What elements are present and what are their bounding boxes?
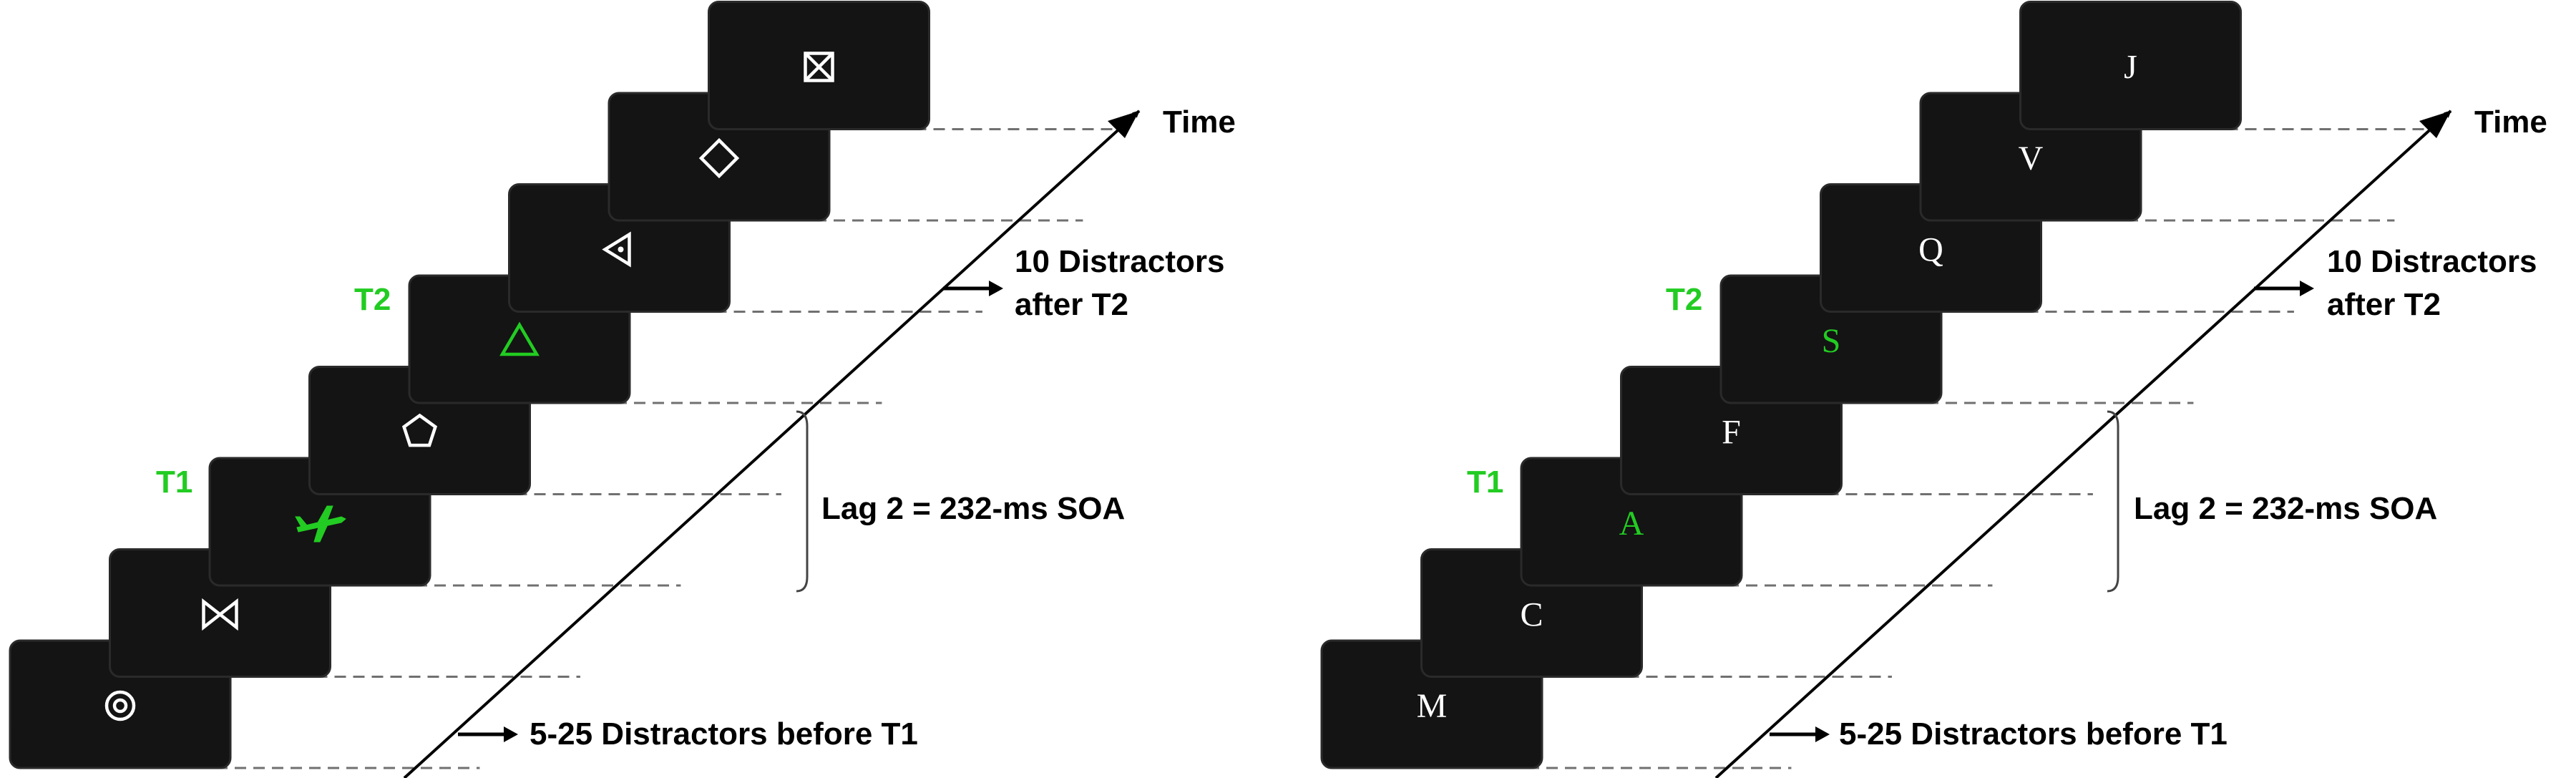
panel-axis [1714,110,2452,778]
left-triangle-icon [602,231,631,268]
stimulus-letter: J [2124,49,2137,87]
lag-label: Lag 2 = 232-ms SOA [821,491,1125,526]
lag-bracket [796,410,809,593]
stimulus-card-8 [708,1,930,130]
panel-labels: Time 10 Distractors after T2 Lag 2 = 232… [156,104,1236,752]
before-t1-label: 5-25 Distractors before T1 [530,716,918,752]
stimulus-letter: Q [1918,231,1943,269]
stimulus-letter: M [1417,687,1448,725]
card-background [2019,1,2242,130]
before-t1-arrow-head [504,726,518,742]
panel-shapes: Time 10 Distractors after T2 Lag 2 = 232… [9,1,1236,778]
panel-cards: M C A F S Q V J [1320,1,2242,769]
stimulus-card-8: J [2019,1,2242,130]
after-t2-label-line1: 10 Distractors [2327,244,2537,279]
panel-cards [9,1,930,769]
after-t2-label-line2: after T2 [1015,287,1128,322]
stimulus-letter: V [2019,140,2044,178]
time-axis-arrow [403,110,1141,778]
t2-label: T2 [354,282,391,317]
lag-label: Lag 2 = 232-ms SOA [2134,491,2437,526]
before-t1-label: 5-25 Distractors before T1 [1839,716,2228,752]
diamond-icon [698,137,740,179]
airplane-icon [295,505,346,543]
after-t2-arrow-head [989,281,1003,296]
panel-dash-lines [216,128,1116,769]
time-arrowhead [2419,111,2451,138]
bowtie-icon [202,598,238,631]
panel-labels: Time 10 Distractors after T2 Lag 2 = 232… [1467,104,2547,752]
panel-dash-lines [1528,128,2428,769]
before-t1-arrow-head [1815,726,1830,742]
time-arrowhead [1108,111,1139,138]
after-t2-arrow-head [2300,281,2314,296]
concentric-circle-icon [104,690,136,721]
pentagon-icon [401,413,438,447]
t1-label: T1 [156,465,192,500]
after-t2-label-line1: 10 Distractors [1015,244,1224,279]
panel-axis [403,110,1141,778]
stimulus-letter: S [1822,322,1841,360]
lag-bracket [2107,410,2119,593]
stimulus-letter: A [1619,505,1644,543]
time-label: Time [1163,104,1236,140]
stimulus-letter: C [1520,596,1543,634]
t2-label: T2 [1666,282,1702,317]
time-label: Time [2474,104,2547,140]
t1-label: T1 [1467,465,1503,500]
panel-letters: M C A F S Q V J Time 10 Distractors after T2 La… [1320,1,2547,778]
after-t2-label-line2: after T2 [2327,287,2441,322]
stimulus-letter: F [1722,414,1741,452]
crossed-square-icon [804,52,834,82]
time-axis-arrow [1714,110,2452,778]
triangle-icon [499,321,540,356]
